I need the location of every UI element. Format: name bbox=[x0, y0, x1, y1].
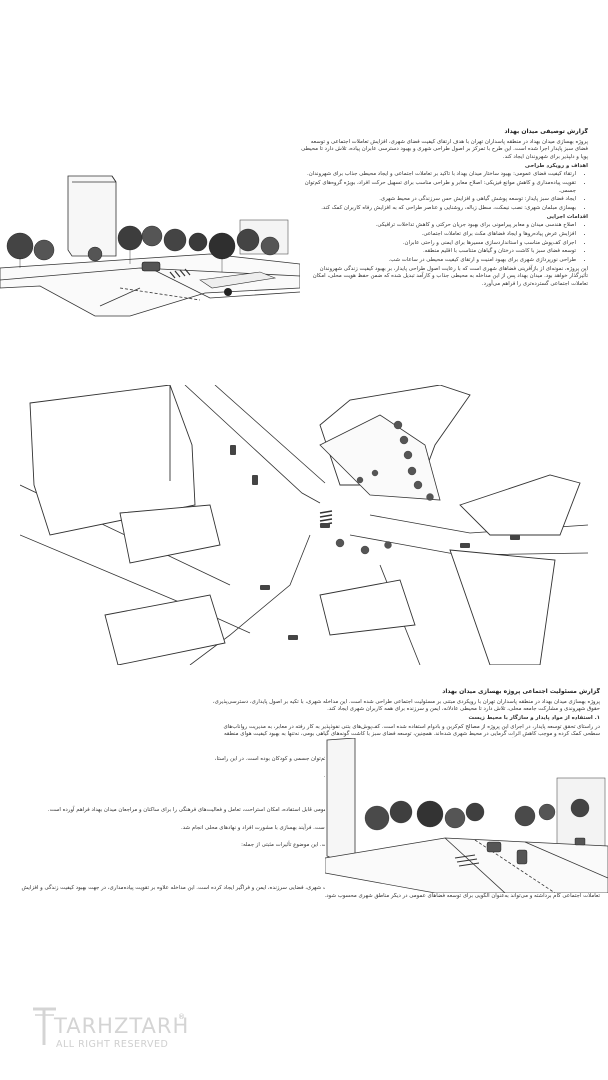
buildings bbox=[29, 385, 581, 665]
logo-emblem-icon bbox=[33, 1007, 56, 1045]
top-conclusion: این پروژه، نمونه‌ای از بازآفرینی فضاهای … bbox=[312, 265, 588, 287]
street-ground bbox=[325, 837, 608, 893]
cars bbox=[230, 445, 520, 640]
actions-heading: اقدامات اجرایی bbox=[546, 213, 588, 220]
bottom-street-render bbox=[325, 738, 608, 893]
tall-building bbox=[67, 175, 117, 257]
street-trees bbox=[364, 798, 590, 831]
crosswalk bbox=[169, 268, 191, 279]
result-text: پروژه بهسازی میدان بهداد، نمونه‌ای از مد… bbox=[21, 885, 600, 899]
action-item: اصلاح هندسی میدان و معابر پیرامونی برای … bbox=[300, 222, 576, 230]
axonometric-site-plan bbox=[20, 385, 588, 665]
car bbox=[141, 261, 161, 272]
goals-heading: اهداف و رویکرد طراحی bbox=[524, 162, 588, 169]
goal-item: تقویت پیاده‌مداری و کاهش موانع فیزیکی: ا… bbox=[300, 180, 576, 195]
plaza-island bbox=[319, 414, 441, 501]
top-perspective-render bbox=[0, 168, 300, 318]
bottom-title: گزارش مسئولیت اجتماعی پروژه بهسازی میدان… bbox=[442, 688, 600, 695]
bottom-intro: پروژه بهسازی میدان بهداد در منطقه پاسدار… bbox=[212, 698, 600, 713]
logo-registered-mark: ® bbox=[178, 1013, 185, 1021]
top-title: گزارش توصیفی میدان بهداد bbox=[504, 128, 588, 135]
logo-rights: ALL RIGHT RESERVED bbox=[56, 1039, 168, 1050]
goal-item: ارتقاء کیفیت فضای عمومی: بهبود ساختار می… bbox=[300, 171, 576, 179]
goal-item: ایجاد فضای سبز پایدار: توسعه پوشش گیاهی … bbox=[300, 196, 576, 204]
trees bbox=[6, 225, 280, 272]
goal-item: بهسازی مبلمان شهری: نصب نیمکت، سطل زباله… bbox=[300, 205, 576, 213]
street-cars bbox=[486, 837, 586, 865]
plaza-ground bbox=[0, 253, 300, 317]
action-item: افزایش عرض پیاده‌روها و ایجاد فضاهای مکث… bbox=[300, 231, 576, 239]
left-building bbox=[326, 738, 356, 869]
action-item: طراحی نورپردازی شهری برای بهبود امنیت و … bbox=[300, 257, 576, 265]
crosswalks bbox=[319, 510, 333, 526]
brand-logo: TARHZTARH ® ALL RIGHT RESERVED bbox=[30, 1005, 190, 1053]
top-description-text: گزارش توصیفی میدان بهداد پروژه بهسازی می… bbox=[300, 128, 588, 378]
top-intro: پروژه بهسازی میدان بهداد در منطقه پاسدار… bbox=[301, 138, 588, 160]
site-trees bbox=[335, 420, 434, 555]
logo-brand: TARHZTARH bbox=[53, 1014, 189, 1038]
action-item: توسعه فضای سبز با کاشت درختان و گیاهان م… bbox=[300, 248, 576, 256]
section-text: در روند طراحی این پروژه، اصول عدالت فضای… bbox=[47, 807, 600, 814]
section-text: ۱. استفاده از مواد پایدار و سازگار با مح… bbox=[468, 714, 600, 721]
action-item: اجرای کف‌پوش مناسب و استانداردسازی مسیره… bbox=[300, 240, 576, 248]
